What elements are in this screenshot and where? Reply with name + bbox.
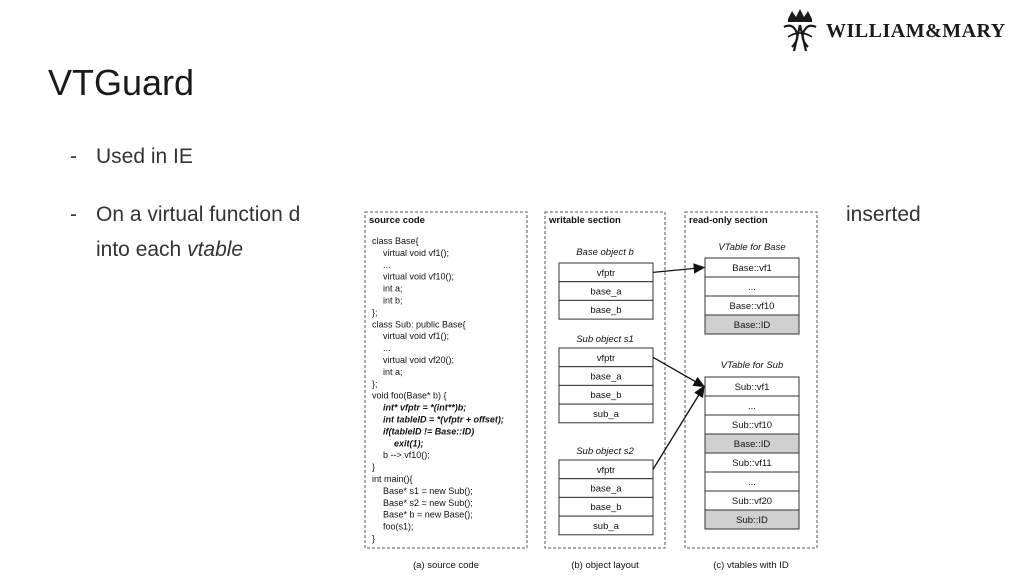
vtable-entry: Sub::vf20 bbox=[732, 496, 772, 507]
university-logo: WILLIAM&MARY bbox=[778, 6, 1022, 56]
panel-header-writable: writable section bbox=[548, 215, 621, 226]
code-line: class Sub: public Base{ bbox=[372, 319, 466, 329]
code-line: }; bbox=[372, 307, 378, 317]
object-field: base_a bbox=[590, 484, 622, 495]
code-line: class Base{ bbox=[372, 236, 419, 246]
code-line: b --> vf10(); bbox=[383, 450, 430, 460]
code-line: int main(){ bbox=[372, 474, 413, 484]
code-line: foo(s1); bbox=[383, 522, 414, 532]
object-field-cell bbox=[558, 299, 654, 320]
vtable-entry: ... bbox=[748, 282, 756, 293]
vtable-label: VTable for Sub bbox=[721, 360, 784, 371]
panel-caption-writable: (b) object layout bbox=[571, 560, 639, 571]
code-line: virtual void vf20(); bbox=[383, 355, 454, 365]
object-field: base_a bbox=[590, 287, 622, 298]
bullet-virtual-function-continued: inserted bbox=[846, 203, 921, 226]
panel-source bbox=[364, 211, 528, 549]
code-line: if(tableID != Base::ID) bbox=[383, 426, 474, 436]
object-field-cell bbox=[558, 403, 654, 424]
code-line: } bbox=[372, 534, 375, 544]
panel-caption-readonly: (c) vtables with ID bbox=[713, 560, 789, 571]
object-field: base_b bbox=[590, 305, 621, 316]
vtable-entry: Sub::vf11 bbox=[732, 458, 771, 469]
code-line: virtual void vf1(); bbox=[383, 331, 449, 341]
bullet-virtual-function: - On a virtual function d bbox=[70, 203, 301, 226]
code-line: ... bbox=[383, 260, 391, 270]
object-field: vfptr bbox=[597, 268, 615, 279]
code-line: int b; bbox=[383, 296, 403, 306]
panel-header-source: source code bbox=[369, 215, 425, 226]
code-line: exit(1); bbox=[394, 438, 424, 448]
panel-readonly bbox=[684, 211, 818, 549]
vtable-entry: ... bbox=[748, 477, 756, 488]
bullet-virtual-function-line2: into each vtable bbox=[96, 238, 244, 261]
object-label: Sub object s2 bbox=[576, 446, 634, 457]
vfptr-arrow bbox=[652, 263, 706, 274]
panel-caption-source: (a) source code bbox=[413, 560, 479, 571]
vtable-entry: Base::vf10 bbox=[730, 301, 775, 312]
object-label: Sub object s1 bbox=[576, 334, 634, 345]
vfptr-arrow bbox=[652, 385, 705, 470]
object-label: Base object b bbox=[576, 247, 634, 258]
logo-wordmark: WILLIAM&MARY bbox=[826, 19, 1006, 42]
vtable-entry: Base::ID bbox=[734, 320, 771, 331]
vtable-entry: Sub::ID bbox=[736, 515, 768, 526]
object-field: sub_a bbox=[593, 409, 620, 420]
vtable-entry: Base::vf1 bbox=[732, 263, 772, 274]
vtable-label: VTable for Base bbox=[718, 242, 785, 253]
code-line: int a; bbox=[383, 367, 403, 377]
royal-cipher-crown-icon bbox=[783, 9, 817, 52]
vtable-entry: ... bbox=[748, 401, 756, 412]
vfptr-arrow bbox=[652, 356, 706, 388]
vtable-entry: Sub::vf10 bbox=[732, 420, 772, 431]
object-field-cell bbox=[558, 515, 654, 536]
code-line: ... bbox=[383, 343, 391, 353]
panel-header-readonly: read-only section bbox=[689, 215, 768, 226]
code-line: int tableID = *(vfptr + offset); bbox=[383, 415, 504, 425]
code-line: virtual void vf10(); bbox=[383, 272, 454, 282]
vtable-id-cell bbox=[704, 509, 800, 530]
code-line: void foo(Base* b) { bbox=[372, 391, 447, 401]
vtable-entry: Sub::vf1 bbox=[735, 382, 770, 393]
bullet-used-in-ie: - Used in IE bbox=[70, 145, 193, 168]
vtguard-diagram: source code (a) source code writable secti… bbox=[364, 211, 818, 571]
vtguard-figure: source code (a) source code writable secti… bbox=[345, 198, 845, 576]
code-line: }; bbox=[372, 379, 378, 389]
vtable-id-cell bbox=[704, 314, 800, 335]
code-line: Base* s2 = new Sub(); bbox=[383, 498, 473, 508]
vtable-entry: Base::ID bbox=[734, 439, 771, 450]
object-field: vfptr bbox=[597, 353, 615, 364]
code-line: } bbox=[372, 462, 375, 472]
code-line: virtual void vf1(); bbox=[383, 248, 449, 258]
object-field: vfptr bbox=[597, 465, 615, 476]
slide-title: VTGuard bbox=[48, 62, 195, 103]
code-line: int* vfptr = *(int**)b; bbox=[383, 403, 466, 413]
code-line: Base* s1 = new Sub(); bbox=[383, 486, 473, 496]
object-field: base_a bbox=[590, 372, 622, 383]
object-field: base_b bbox=[590, 502, 621, 513]
panel-writable bbox=[544, 211, 666, 549]
object-field: sub_a bbox=[593, 521, 620, 532]
object-field: base_b bbox=[590, 390, 621, 401]
code-line: Base* b = new Base(); bbox=[383, 510, 473, 520]
code-line: int a; bbox=[383, 284, 403, 294]
